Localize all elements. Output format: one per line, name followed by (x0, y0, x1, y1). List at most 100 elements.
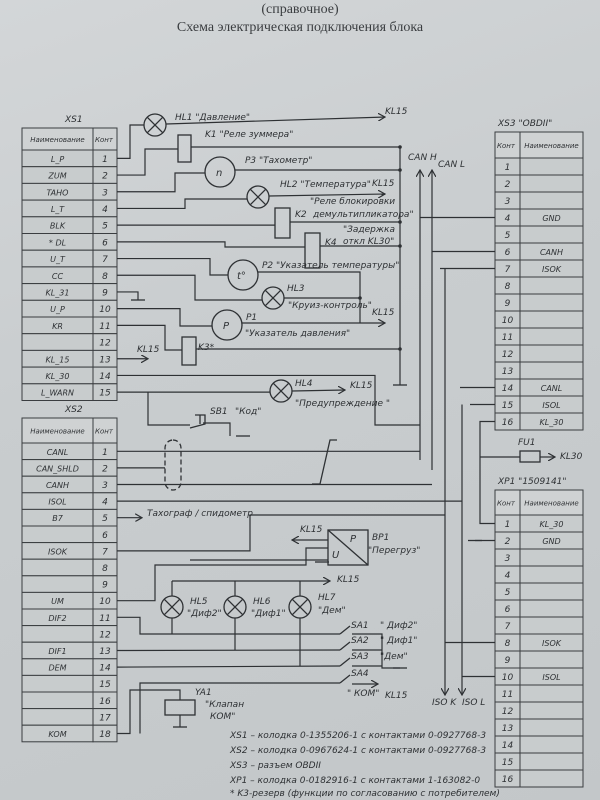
contact-number: 16 (502, 775, 514, 785)
kl15-label: KL15 (385, 107, 408, 117)
wire (117, 291, 139, 300)
sa3-label: SA3 (351, 652, 369, 662)
contact-name: DIF1 (48, 647, 66, 656)
table-row: 12 (494, 701, 584, 720)
kl15-label: KL15 (372, 308, 395, 318)
contact-name: ISOK (48, 547, 68, 556)
contact-column-header: Конт (497, 500, 516, 508)
contact-number: 1 (102, 448, 108, 458)
contact-number: 13 (502, 724, 514, 734)
table-row: 16 (494, 769, 584, 788)
contact-name: CC (52, 272, 64, 281)
contact-number: 10 (502, 673, 514, 683)
contact-name: ISOK (542, 639, 562, 648)
contact-number: 2 (102, 464, 108, 474)
k3-relay-coil (181, 336, 197, 366)
hl1-pressure-lamp-icon (143, 113, 167, 137)
contact-number: 1 (102, 155, 108, 165)
table-row: 1 (494, 157, 584, 176)
hl5-desc: "Диф2" (187, 609, 222, 619)
table-row: 2 (494, 174, 584, 193)
wire (117, 374, 420, 426)
p3-tachometer-gauge (204, 156, 236, 188)
contact-number: 7 (505, 265, 511, 275)
contact-name: UM (51, 597, 64, 606)
hl5-dif2-lamp-icon (160, 595, 184, 619)
table-row: 16 (21, 691, 118, 710)
bp1-overload-sensor (327, 529, 369, 566)
sa3-switch-icon (339, 657, 351, 667)
sa2-switch-icon (339, 641, 351, 651)
bp1-desc: "Перегруз" (368, 546, 420, 556)
can-l-label: CAN L (438, 160, 465, 170)
wire (117, 274, 262, 301)
contact-name: ZUM (47, 172, 66, 181)
junction-dot (398, 145, 402, 149)
p3-label: P3 "Тахометр" (245, 156, 312, 166)
contact-column-header: Конт (497, 142, 516, 150)
contact-number: 13 (502, 367, 514, 377)
contact-name: GND (542, 214, 560, 223)
contact-number: 18 (99, 730, 111, 740)
wire (139, 682, 340, 734)
contact-number: 8 (102, 564, 108, 574)
table-row: 13 (494, 718, 584, 737)
kl15-label: KL15 (350, 381, 373, 391)
name-column-header: Наименование (524, 500, 578, 508)
junction-dot (358, 296, 362, 300)
hl1-label: HL1 "Давление" (175, 113, 250, 123)
can-h-label: CAN H (408, 153, 437, 163)
junction-dot (398, 244, 402, 248)
contact-name: L_T (51, 205, 65, 214)
table-row: 15 (494, 752, 584, 771)
contact-name: ISOK (542, 265, 562, 274)
hl6-label: HL6 (253, 597, 271, 607)
table-row: 9 (494, 293, 584, 312)
table-row: 11 (494, 684, 584, 703)
contact-name: B7 (52, 514, 63, 523)
contact-name: KL_30 (540, 520, 564, 529)
table-row: 1L_P (21, 149, 118, 168)
table-row: 7U_T (21, 249, 118, 268)
hl3-label: HL3 (287, 284, 305, 294)
table-row: 17 (21, 708, 118, 726)
contact-number: 10 (99, 305, 111, 315)
iso-l-label: ISO L (462, 698, 485, 708)
contact-name: DEM (48, 664, 66, 673)
hl3-cruise-lamp-icon (261, 286, 285, 310)
fu1-label: FU1 (518, 438, 536, 448)
name-column-header: Наименование (524, 142, 578, 150)
xs1-label: XS1 (64, 115, 83, 125)
k3-label: K3* (198, 343, 215, 353)
contact-number: 16 (502, 418, 514, 428)
xs2-label: XS2 (64, 405, 83, 415)
table-row: 10U_P (21, 299, 118, 318)
cable-shield-icon (164, 439, 182, 491)
table-row: 7 ISOK (494, 259, 584, 278)
wire (117, 241, 305, 248)
p2-temperature-gauge (227, 259, 259, 291)
contact-number: 12 (502, 350, 514, 360)
hl6-desc: "Диф1" (251, 609, 286, 619)
contact-number: 14 (502, 384, 514, 394)
contact-number: 5 (505, 588, 511, 598)
table-row: 13 (494, 361, 584, 380)
sa4-desc: " КОМ" (347, 689, 379, 699)
contact-name: CANL (47, 448, 69, 457)
contact-name: KR (52, 322, 63, 331)
contact-column-header: Конт (95, 136, 114, 144)
table-row: 8CC (21, 266, 118, 285)
xp1-label: XP1 "1509141" (497, 477, 567, 487)
kl15-label: KL15 (300, 525, 323, 535)
note-5: * K3-резерв (функции по согласованию с п… (230, 789, 500, 799)
contact-name: CAN_SHLD (36, 464, 79, 473)
wire (117, 616, 340, 635)
table-row: 12 (21, 333, 118, 351)
kl15-label: KL15 (137, 345, 160, 355)
